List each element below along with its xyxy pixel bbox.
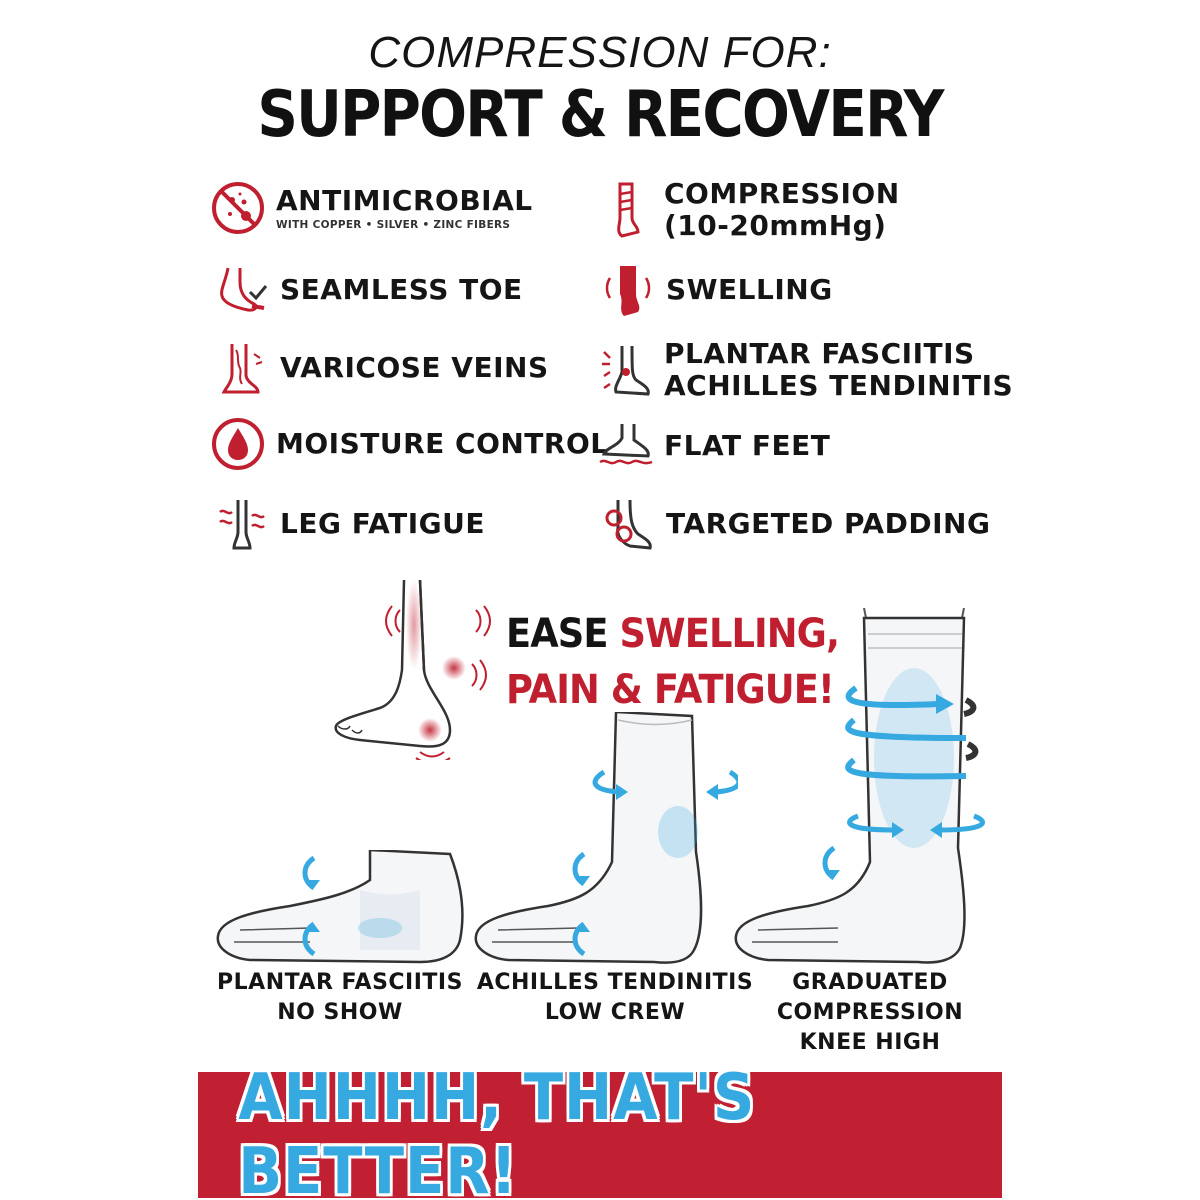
feature-moisture-control: MOISTURE CONTROL — [210, 416, 609, 472]
water-drop-icon — [210, 416, 266, 472]
compression-level: (10-20mmHg) — [664, 209, 887, 243]
feature-varicose-veins: VARICOSE VEINS — [214, 340, 549, 396]
caption-line: PLANTAR FASCIITIS — [217, 970, 463, 995]
sock-caption-knee-high: GRADUATED COMPRESSION KNEE HIGH — [760, 968, 980, 1058]
header-subtitle: COMPRESSION FOR: — [368, 28, 832, 77]
feature-label: ANTIMICROBIAL — [276, 183, 533, 217]
feature-label: SEAMLESS TOE — [280, 272, 523, 306]
ease-text-line2: PAIN & FATIGUE! — [506, 667, 835, 713]
feature-swelling: SWELLING — [600, 262, 833, 318]
feature-antimicrobial: ANTIMICROBIAL WITH COPPER • SILVER • ZIN… — [210, 180, 533, 236]
feature-label: TARGETED PADDING — [666, 506, 991, 540]
feature-sublabel: WITH COPPER • SILVER • ZINC FIBERS — [276, 219, 511, 232]
low-crew-sock-illustration — [474, 712, 738, 964]
feature-leg-fatigue: LEG FATIGUE — [214, 496, 485, 552]
leg-pain-illustration — [334, 580, 491, 760]
caption-line: NO SHOW — [277, 1000, 403, 1025]
banner-text: AHHHH, THAT'S BETTER! — [238, 1061, 756, 1200]
feature-flat-feet: FLAT FEET — [598, 418, 830, 474]
feature-label: PLANTAR FASCIITIS — [664, 337, 975, 370]
feature-targeted-padding: TARGETED PADDING — [600, 496, 990, 552]
page-title: SUPPORT & RECOVERY — [257, 78, 944, 152]
feature-label: FLAT FEET — [664, 428, 831, 462]
tired-leg-icon — [214, 496, 270, 552]
sock-caption-no-show: PLANTAR FASCIITIS NO SHOW — [210, 968, 470, 1028]
knee-high-sock-illustration — [734, 608, 986, 964]
ease-headline: EASE SWELLING, PAIN & FATIGUE! — [506, 606, 840, 718]
no-microbes-icon — [210, 180, 266, 236]
sock-caption-low-crew: ACHILLES TENDINITIS LOW CREW — [470, 968, 760, 1028]
feature-label: COMPRESSION — [664, 177, 900, 210]
feature-compression: COMPRESSION (10-20mmHg) — [598, 177, 900, 243]
caption-line: GRADUATED — [792, 970, 948, 995]
foot-toe-icon — [214, 262, 270, 318]
compression-sock-icon — [598, 182, 654, 238]
heel-pain-icon — [598, 342, 654, 398]
flat-foot-icon — [598, 418, 654, 474]
feature-label-secondary: ACHILLES TENDINITIS — [664, 369, 1014, 403]
caption-line: COMPRESSION — [776, 1000, 964, 1025]
leg-veins-icon — [214, 340, 270, 396]
bottom-banner: AHHHH, THAT'S BETTER! — [198, 1061, 1002, 1200]
padded-foot-icon — [600, 496, 656, 552]
feature-label: SWELLING — [666, 272, 833, 306]
ease-text-b: SWELLING, — [619, 611, 840, 657]
caption-line: LOW CREW — [544, 1000, 686, 1025]
caption-line: ACHILLES TENDINITIS — [476, 970, 754, 995]
no-show-sock-illustration — [216, 850, 464, 964]
feature-plantar-achilles: PLANTAR FASCIITIS ACHILLES TENDINITIS — [598, 337, 1014, 403]
feature-label: VARICOSE VEINS — [280, 350, 549, 384]
feature-label: LEG FATIGUE — [280, 506, 485, 540]
feature-label: MOISTURE CONTROL — [276, 426, 609, 460]
caption-line: KNEE HIGH — [799, 1030, 941, 1055]
feature-seamless-toe: SEAMLESS TOE — [214, 262, 523, 318]
swollen-leg-icon — [600, 262, 656, 318]
ease-text-a: EASE — [506, 611, 620, 657]
